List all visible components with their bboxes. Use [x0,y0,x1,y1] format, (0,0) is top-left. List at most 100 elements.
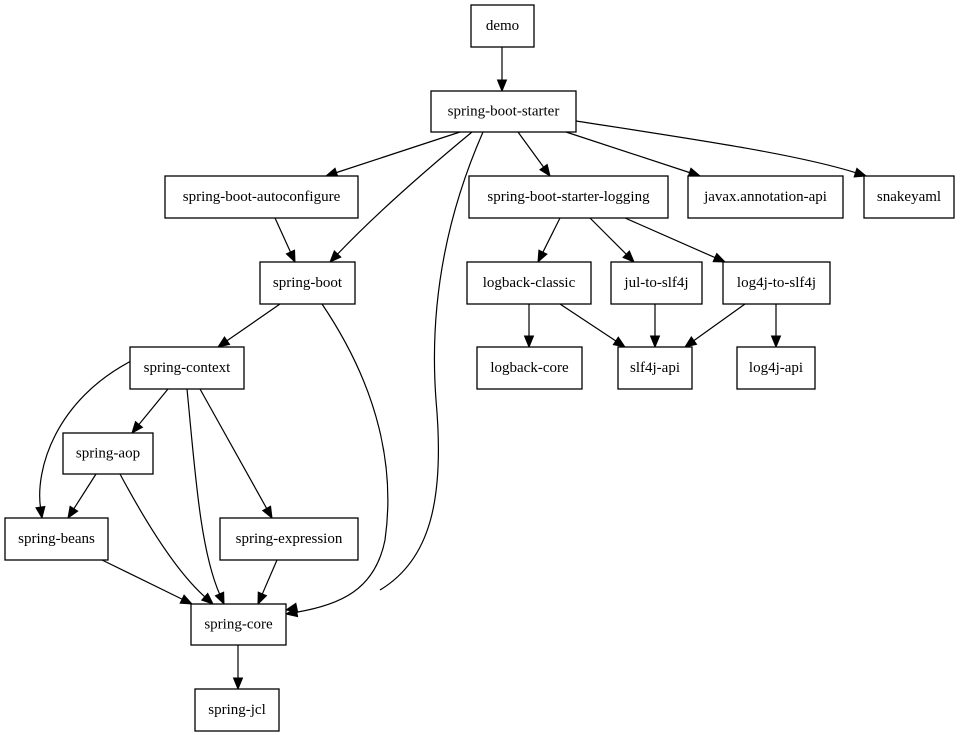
node-spring-boot[interactable]: spring-boot [259,261,356,305]
node-label: slf4j-api [630,360,680,376]
edge-logback-classic-to-logback-core-arrowhead [523,335,535,349]
edge-spring-boot-starter-to-snakeyaml [575,120,868,178]
edge-spring-boot-autoconfigure-to-spring-boot [274,217,296,264]
edge-spring-expression-to-spring-core [257,559,278,606]
edge-spring-boot-to-spring-core-line [295,303,389,613]
edge-log4j-to-slf4j-to-slf4j-api [683,303,746,348]
node-label: spring-core [204,617,273,633]
edge-spring-boot-starter-to-spring-boot-starter-logging-arrowhead [538,163,551,178]
edge-spring-boot-starter-to-spring-boot-autoconfigure-line [335,131,461,174]
node-spring-expression[interactable]: spring-expression [219,517,359,561]
edge-spring-core-to-spring-jcl-arrowhead [232,677,244,691]
node-label: spring-context [144,360,231,376]
edge-spring-boot-starter-to-javax-annotation-api-line [565,131,691,174]
node-box [466,261,592,305]
edge-logback-classic-to-slf4j-api-arrowhead [612,336,627,348]
node-log4j-to-slf4j[interactable]: log4j-to-slf4j [722,261,831,305]
edge-spring-boot-autoconfigure-to-spring-boot-line [274,217,292,254]
edge-spring-boot-starter-logging-to-log4j-to-slf4j-line [624,217,717,259]
node-spring-aop[interactable]: spring-aop [62,432,154,475]
node-box [470,4,535,48]
node-label: logback-core [490,360,569,376]
node-logback-core[interactable]: logback-core [476,346,583,390]
edge-spring-boot-starter-to-spring-boot-autoconfigure [324,131,461,178]
node-log4j-api[interactable]: log4j-api [736,346,816,390]
edge-spring-boot-to-spring-core-arrowhead [284,606,299,618]
node-label: spring-boot [273,275,343,291]
edge-spring-aop-to-spring-beans-line [72,473,97,510]
node-demo[interactable]: demo [470,4,535,48]
node-box [129,346,245,390]
edge-spring-boot-starter-to-snakeyaml-arrowhead [853,167,868,178]
edge-spring-boot-starter-to-snakeyaml-line [575,120,857,174]
node-label: spring-beans [18,531,95,547]
edge-jul-to-slf4j-to-slf4j-api [649,304,661,349]
edge-spring-beans-to-spring-core [101,559,194,605]
edge-jul-to-slf4j-to-slf4j-api-arrowhead [649,335,661,349]
node-box [62,432,154,475]
node-box [476,346,583,390]
edge-spring-aop-to-spring-core-arrowhead [200,592,214,605]
node-box [190,603,287,646]
node-label: snakeyaml [877,189,941,205]
edge-spring-beans-to-spring-core-arrowhead [179,594,194,605]
node-jul-to-slf4j[interactable]: jul-to-slf4j [610,261,703,305]
edge-log4j-to-slf4j-to-slf4j-api-line [692,303,746,342]
node-label: spring-boot-starter-logging [487,189,650,205]
node-logback-classic[interactable]: logback-classic [466,261,592,305]
node-slf4j-api[interactable]: slf4j-api [617,346,693,390]
edge-spring-context-to-spring-aop [131,388,169,435]
node-box [722,261,831,305]
edge-spring-context-to-spring-aop-arrowhead [131,420,144,435]
node-box [430,90,577,133]
node-label: spring-boot-autoconfigure [183,189,341,205]
node-box [219,517,359,561]
edge-spring-boot-starter-to-spring-boot-starter-logging [517,131,551,178]
edge-demo-to-spring-boot-starter-arrowhead [496,79,508,93]
node-label: spring-aop [76,446,140,462]
node-box [164,175,359,219]
edge-spring-boot-starter-to-spring-boot-arrowhead [329,250,342,263]
edge-log4j-to-slf4j-to-slf4j-api-arrowhead [683,336,698,348]
edge-spring-aop-to-spring-core [119,473,214,605]
node-javax-annotation-api[interactable]: javax.annotation-api [687,175,844,219]
node-label: spring-expression [236,531,343,547]
edge-spring-boot-starter-logging-to-jul-to-slf4j-arrowhead [622,250,635,263]
edge-spring-boot-starter-to-spring-boot [329,131,473,263]
edge-spring-context-to-spring-beans-line [39,359,134,509]
node-box [610,261,703,305]
edge-spring-context-to-spring-expression-arrowhead [261,505,273,520]
edge-spring-boot-to-spring-context-line [225,303,281,342]
edge-spring-boot-starter-to-spring-boot-line [336,131,473,256]
node-snakeyaml[interactable]: snakeyaml [863,175,955,219]
edge-spring-boot-starter-logging-to-log4j-to-slf4j-arrowhead [712,252,727,263]
node-box [4,517,109,561]
node-spring-beans[interactable]: spring-beans [4,517,109,561]
edge-spring-boot-starter-to-javax-annotation-api [565,131,702,178]
edge-spring-boot-starter-logging-to-jul-to-slf4j [589,217,635,263]
node-box [687,175,844,219]
edge-spring-boot-starter-logging-to-logback-classic-line [541,217,561,254]
node-spring-core[interactable]: spring-core [190,603,287,646]
node-spring-jcl[interactable]: spring-jcl [194,688,280,732]
node-label: demo [486,18,519,34]
edge-spring-context-to-spring-aop-line [137,388,169,426]
edge-spring-boot-starter-logging-to-logback-classic [537,217,561,264]
edge-spring-aop-to-spring-beans [67,473,97,520]
edge-spring-boot-starter-to-spring-boot-starter-logging-line [517,131,545,169]
node-spring-context[interactable]: spring-context [129,346,245,390]
node-spring-boot-autoconfigure[interactable]: spring-boot-autoconfigure [164,175,359,219]
edge-spring-expression-to-spring-core-arrowhead [257,591,268,606]
node-spring-boot-starter-logging[interactable]: spring-boot-starter-logging [468,175,669,219]
edge-spring-boot-starter-logging-to-log4j-to-slf4j [624,217,727,263]
node-label: logback-classic [483,275,576,291]
edge-demo-to-spring-boot-starter [496,47,508,93]
edge-spring-context-to-spring-core-arrowhead [214,591,225,606]
node-spring-boot-starter[interactable]: spring-boot-starter [430,90,577,133]
node-box [736,346,816,390]
edge-spring-context-to-spring-beans [35,359,134,520]
node-box [194,688,280,732]
edge-spring-boot-to-spring-core [284,303,389,618]
node-label: log4j-to-slf4j [737,275,816,291]
